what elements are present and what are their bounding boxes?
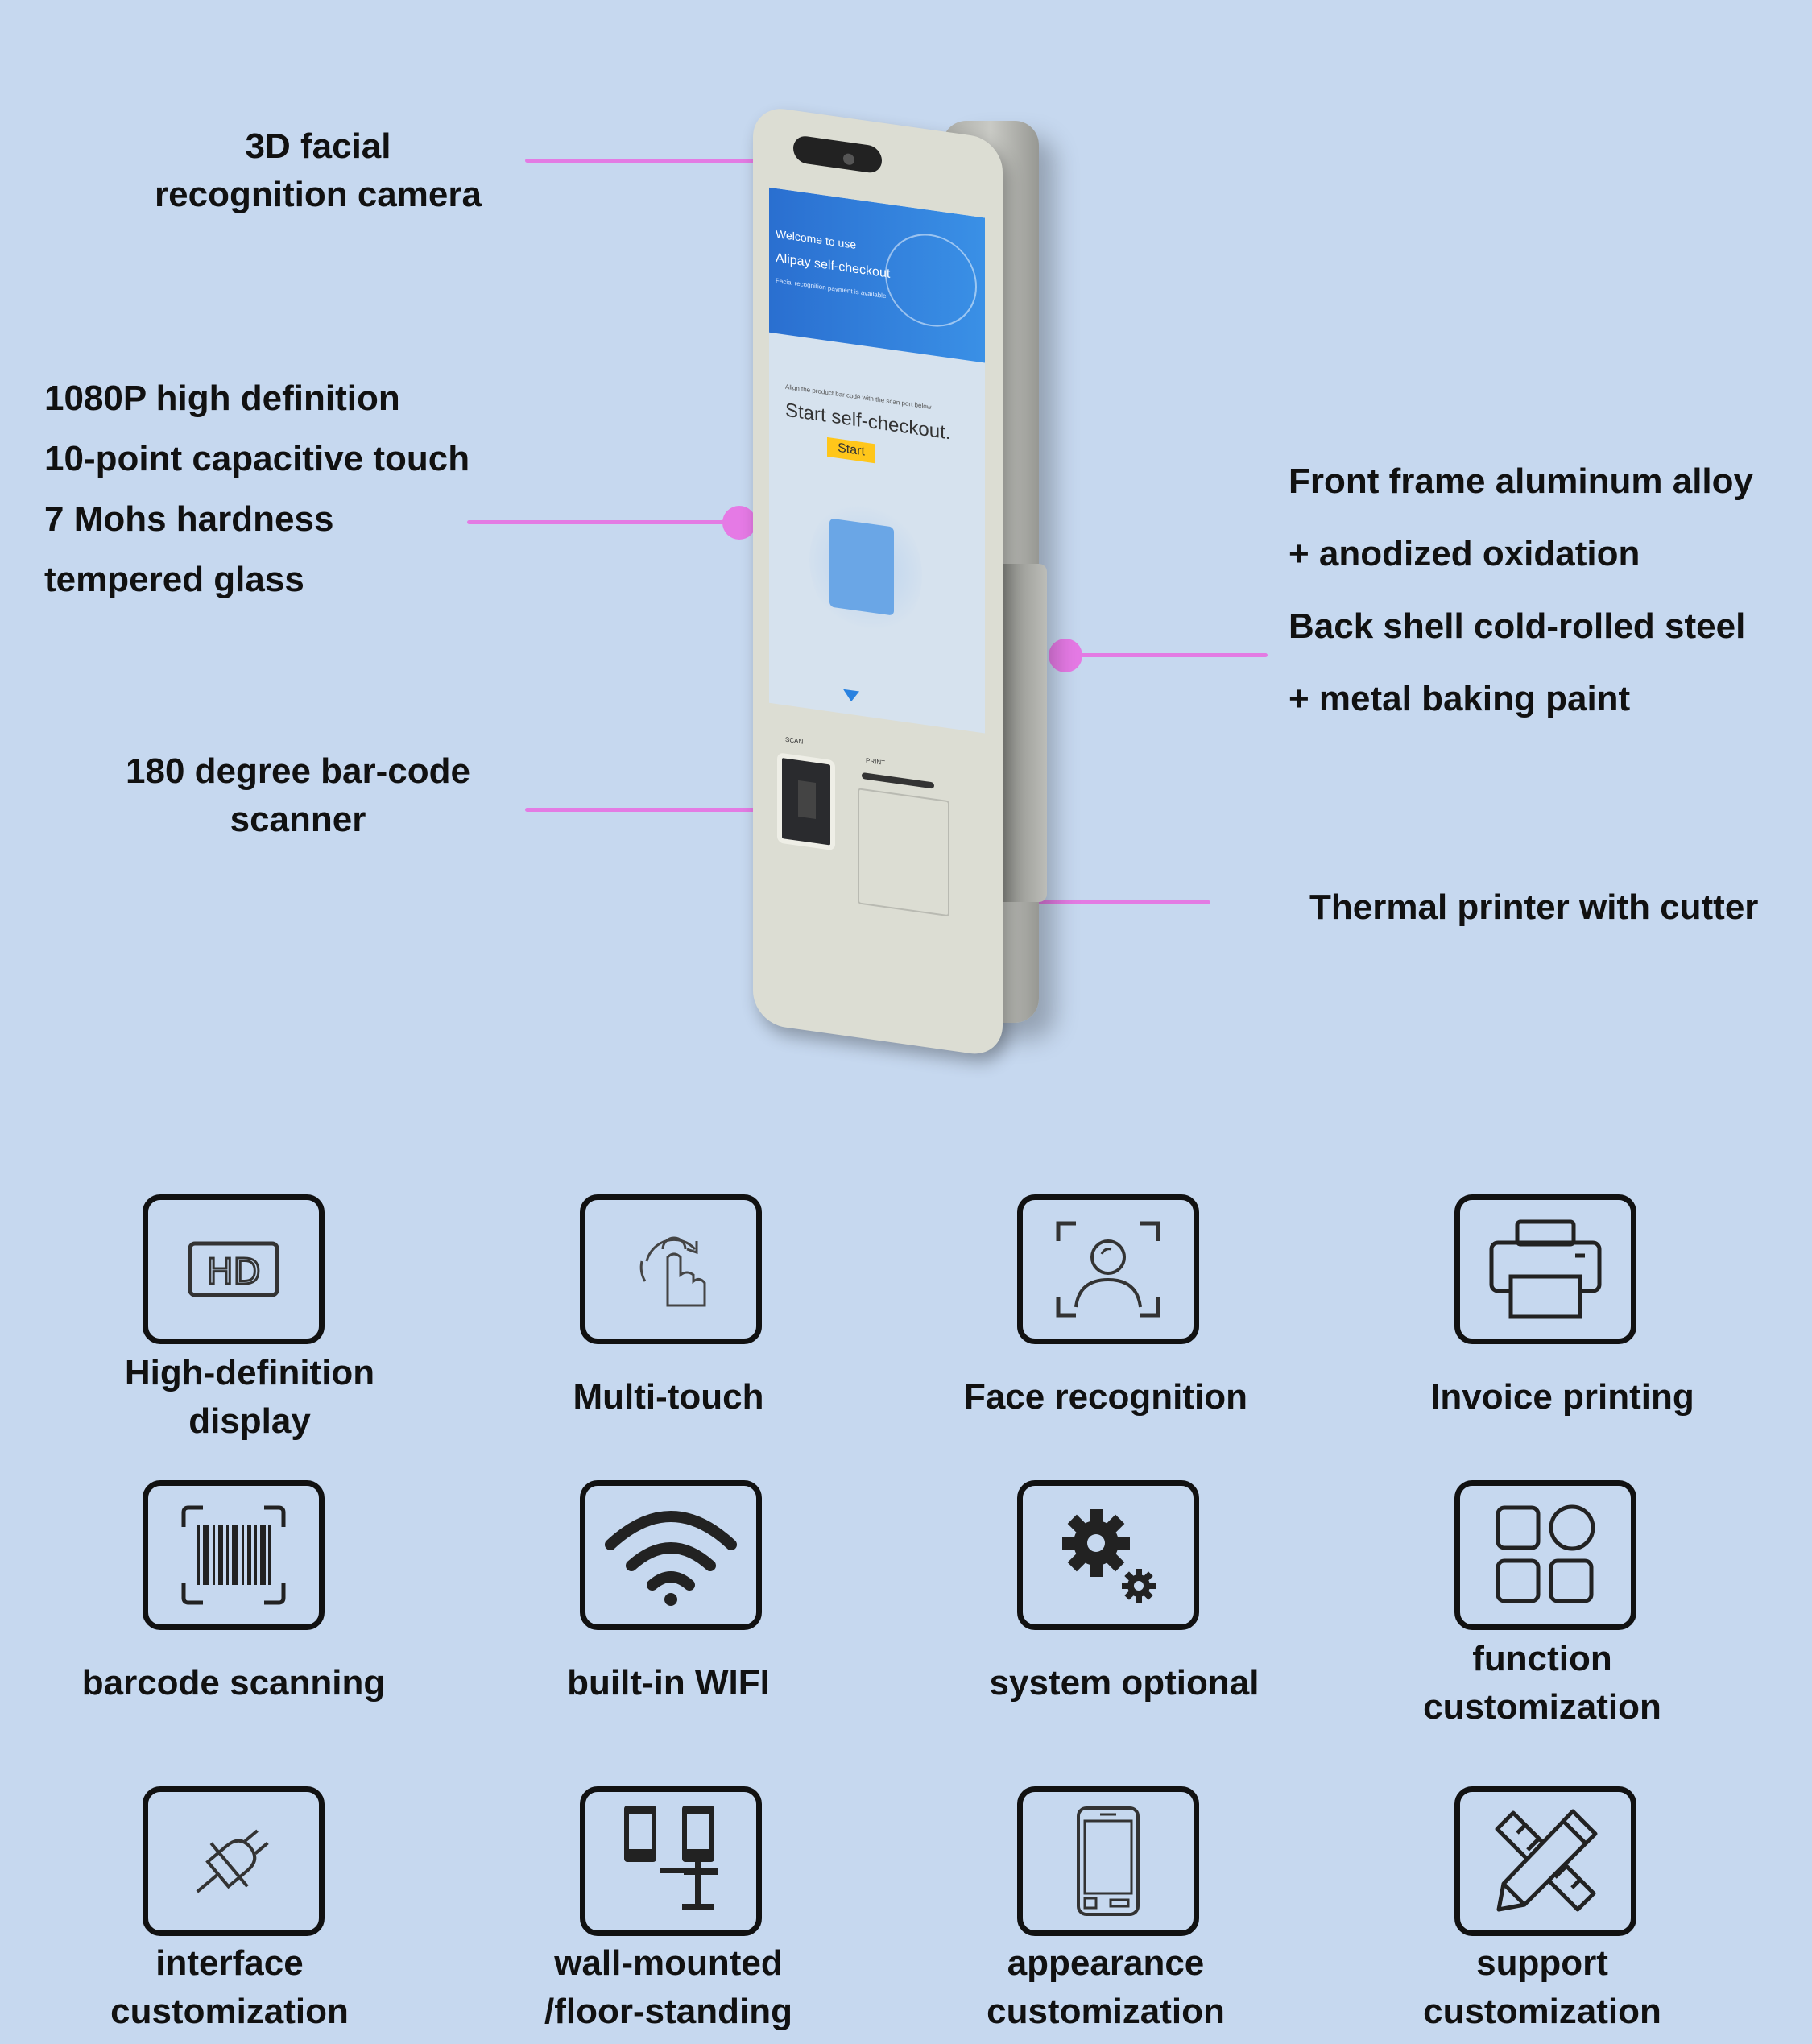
- start-button[interactable]: Start: [827, 437, 875, 464]
- printer-paper-slot: [862, 772, 934, 789]
- svg-text:HD: HD: [207, 1252, 261, 1293]
- frame-callout-line-4: + metal baking paint: [1289, 679, 1631, 718]
- kiosk-front-frame: Welcome to use Alipay self-checkout Faci…: [753, 105, 1003, 1058]
- hd-icon: HD: [143, 1194, 325, 1344]
- display-callout-line-4: tempered glass: [44, 560, 304, 599]
- grid-icon: [1454, 1480, 1636, 1630]
- frame-callout-line-1: Front frame aluminum alloy: [1289, 461, 1753, 501]
- banner-line-1: Welcome to use: [776, 226, 857, 252]
- feature-label-face-recognition: Face recognition: [896, 1373, 1315, 1421]
- facial-camera: [793, 134, 882, 175]
- display-callout: 1080P high definition 10-point capacitiv…: [44, 374, 511, 616]
- feature-label-support-customization-line-2: customization: [1423, 1992, 1661, 2031]
- print-port-label: PRINT: [866, 756, 885, 768]
- scanner-callout: 180 degree bar-code scanner: [117, 747, 479, 844]
- feature-label-system-optional: system optional: [915, 1659, 1334, 1707]
- feature-label-function-customization: function customization: [1333, 1635, 1752, 1732]
- gears-icon: [1017, 1480, 1199, 1630]
- scanner-callout-line-2: scanner: [230, 800, 366, 839]
- feature-label-wifi-line-1: built-in WIFI: [567, 1663, 770, 1703]
- feature-label-invoice-printing: Invoice printing: [1353, 1373, 1772, 1421]
- screen-banner: Welcome to use Alipay self-checkout Faci…: [769, 187, 985, 363]
- feature-label-interface-customization-line-1: interface: [155, 1943, 304, 1983]
- feature-label-face-recognition-line-1: Face recognition: [963, 1377, 1248, 1417]
- down-arrow-icon: [843, 689, 859, 703]
- kiosk-stand-icon: [580, 1786, 762, 1936]
- multi-touch-icon: [580, 1194, 762, 1344]
- feature-label-invoice-printing-line-1: Invoice printing: [1430, 1377, 1694, 1417]
- printer-door: [858, 788, 949, 917]
- frame-callout-line-2: + anodized oxidation: [1289, 534, 1640, 573]
- camera-callout-line-2: recognition camera: [155, 175, 482, 214]
- camera-callout-line-1: 3D facial: [245, 126, 391, 166]
- feature-label-interface-customization: interface customization: [20, 1939, 439, 2036]
- banner-line-2: Alipay self-checkout: [776, 250, 891, 281]
- kiosk-screen: Welcome to use Alipay self-checkout Faci…: [769, 187, 985, 734]
- feature-label-appearance-customization-line-2: customization: [987, 1992, 1225, 2031]
- wifi-icon: [580, 1480, 762, 1630]
- feature-label-system-optional-line-1: system optional: [989, 1663, 1260, 1703]
- feature-label-mounting-line-2: /floor-standing: [544, 1992, 792, 2031]
- feature-label-mounting: wall-mounted /floor-standing: [459, 1939, 878, 2036]
- feature-label-mounting-line-1: wall-mounted: [554, 1943, 783, 1983]
- barcode-card-icon: [829, 518, 894, 616]
- display-callout-line: [467, 520, 741, 524]
- scanner-callout-line-1: 180 degree bar-code: [126, 751, 470, 791]
- printer-callout: Thermal printer with cutter: [1309, 888, 1759, 927]
- camera-callout-line: [525, 159, 811, 163]
- face-scan-graphic-icon: [885, 228, 977, 333]
- ruler-pencil-icon: [1454, 1786, 1636, 1936]
- feature-label-hd-line-1: High-definition: [124, 1353, 375, 1392]
- feature-label-support-customization-line-1: support: [1476, 1943, 1608, 1983]
- feature-label-barcode-scanning: barcode scanning: [24, 1659, 443, 1707]
- scanner-glass: [798, 780, 816, 819]
- feature-label-appearance-customization: appearance customization: [896, 1939, 1315, 2036]
- frame-callout-line-3: Back shell cold-rolled steel: [1289, 606, 1746, 646]
- banner-line-3: Facial recognition payment is available: [776, 276, 887, 300]
- feature-label-function-customization-line-2: customization: [1423, 1687, 1661, 1727]
- face-recognition-icon: [1017, 1194, 1199, 1344]
- scan-port-label: SCAN: [785, 735, 804, 746]
- feature-label-appearance-customization-line-1: appearance: [1007, 1943, 1205, 1983]
- scanner-callout-line: [525, 808, 799, 812]
- feature-label-wifi: built-in WIFI: [459, 1659, 878, 1707]
- camera-callout: 3D facial recognition camera: [137, 122, 499, 219]
- camera-lens-icon: [843, 152, 854, 166]
- feature-label-barcode-scanning-line-1: barcode scanning: [81, 1663, 386, 1703]
- display-callout-line-1: 1080P high definition: [44, 379, 400, 418]
- feature-label-multi-touch: Multi-touch: [459, 1373, 878, 1421]
- barcode-scanner-window: [777, 752, 835, 851]
- printer-callout-line: [946, 900, 1210, 904]
- plug-icon: [143, 1786, 325, 1936]
- feature-label-interface-customization-line-2: customization: [110, 1992, 349, 2031]
- feature-label-hd: High-definition display: [40, 1349, 459, 1446]
- barcode-icon: [143, 1480, 325, 1630]
- frame-callout: Front frame aluminum alloy + anodized ox…: [1289, 457, 1804, 735]
- feature-label-function-customization-line-1: function: [1472, 1639, 1612, 1678]
- feature-label-support-customization: support customization: [1333, 1939, 1752, 2036]
- frame-callout-dot: [1049, 639, 1082, 672]
- frame-callout-line: [1065, 653, 1268, 657]
- display-callout-line-2: 10-point capacitive touch: [44, 439, 470, 478]
- feature-label-hd-line-2: display: [188, 1401, 311, 1441]
- feature-label-multi-touch-line-1: Multi-touch: [573, 1377, 764, 1417]
- printer-icon: [1454, 1194, 1636, 1344]
- phone-icon: [1017, 1786, 1199, 1936]
- display-callout-dot: [722, 506, 756, 540]
- display-callout-line-3: 7 Mohs hardness: [44, 499, 334, 539]
